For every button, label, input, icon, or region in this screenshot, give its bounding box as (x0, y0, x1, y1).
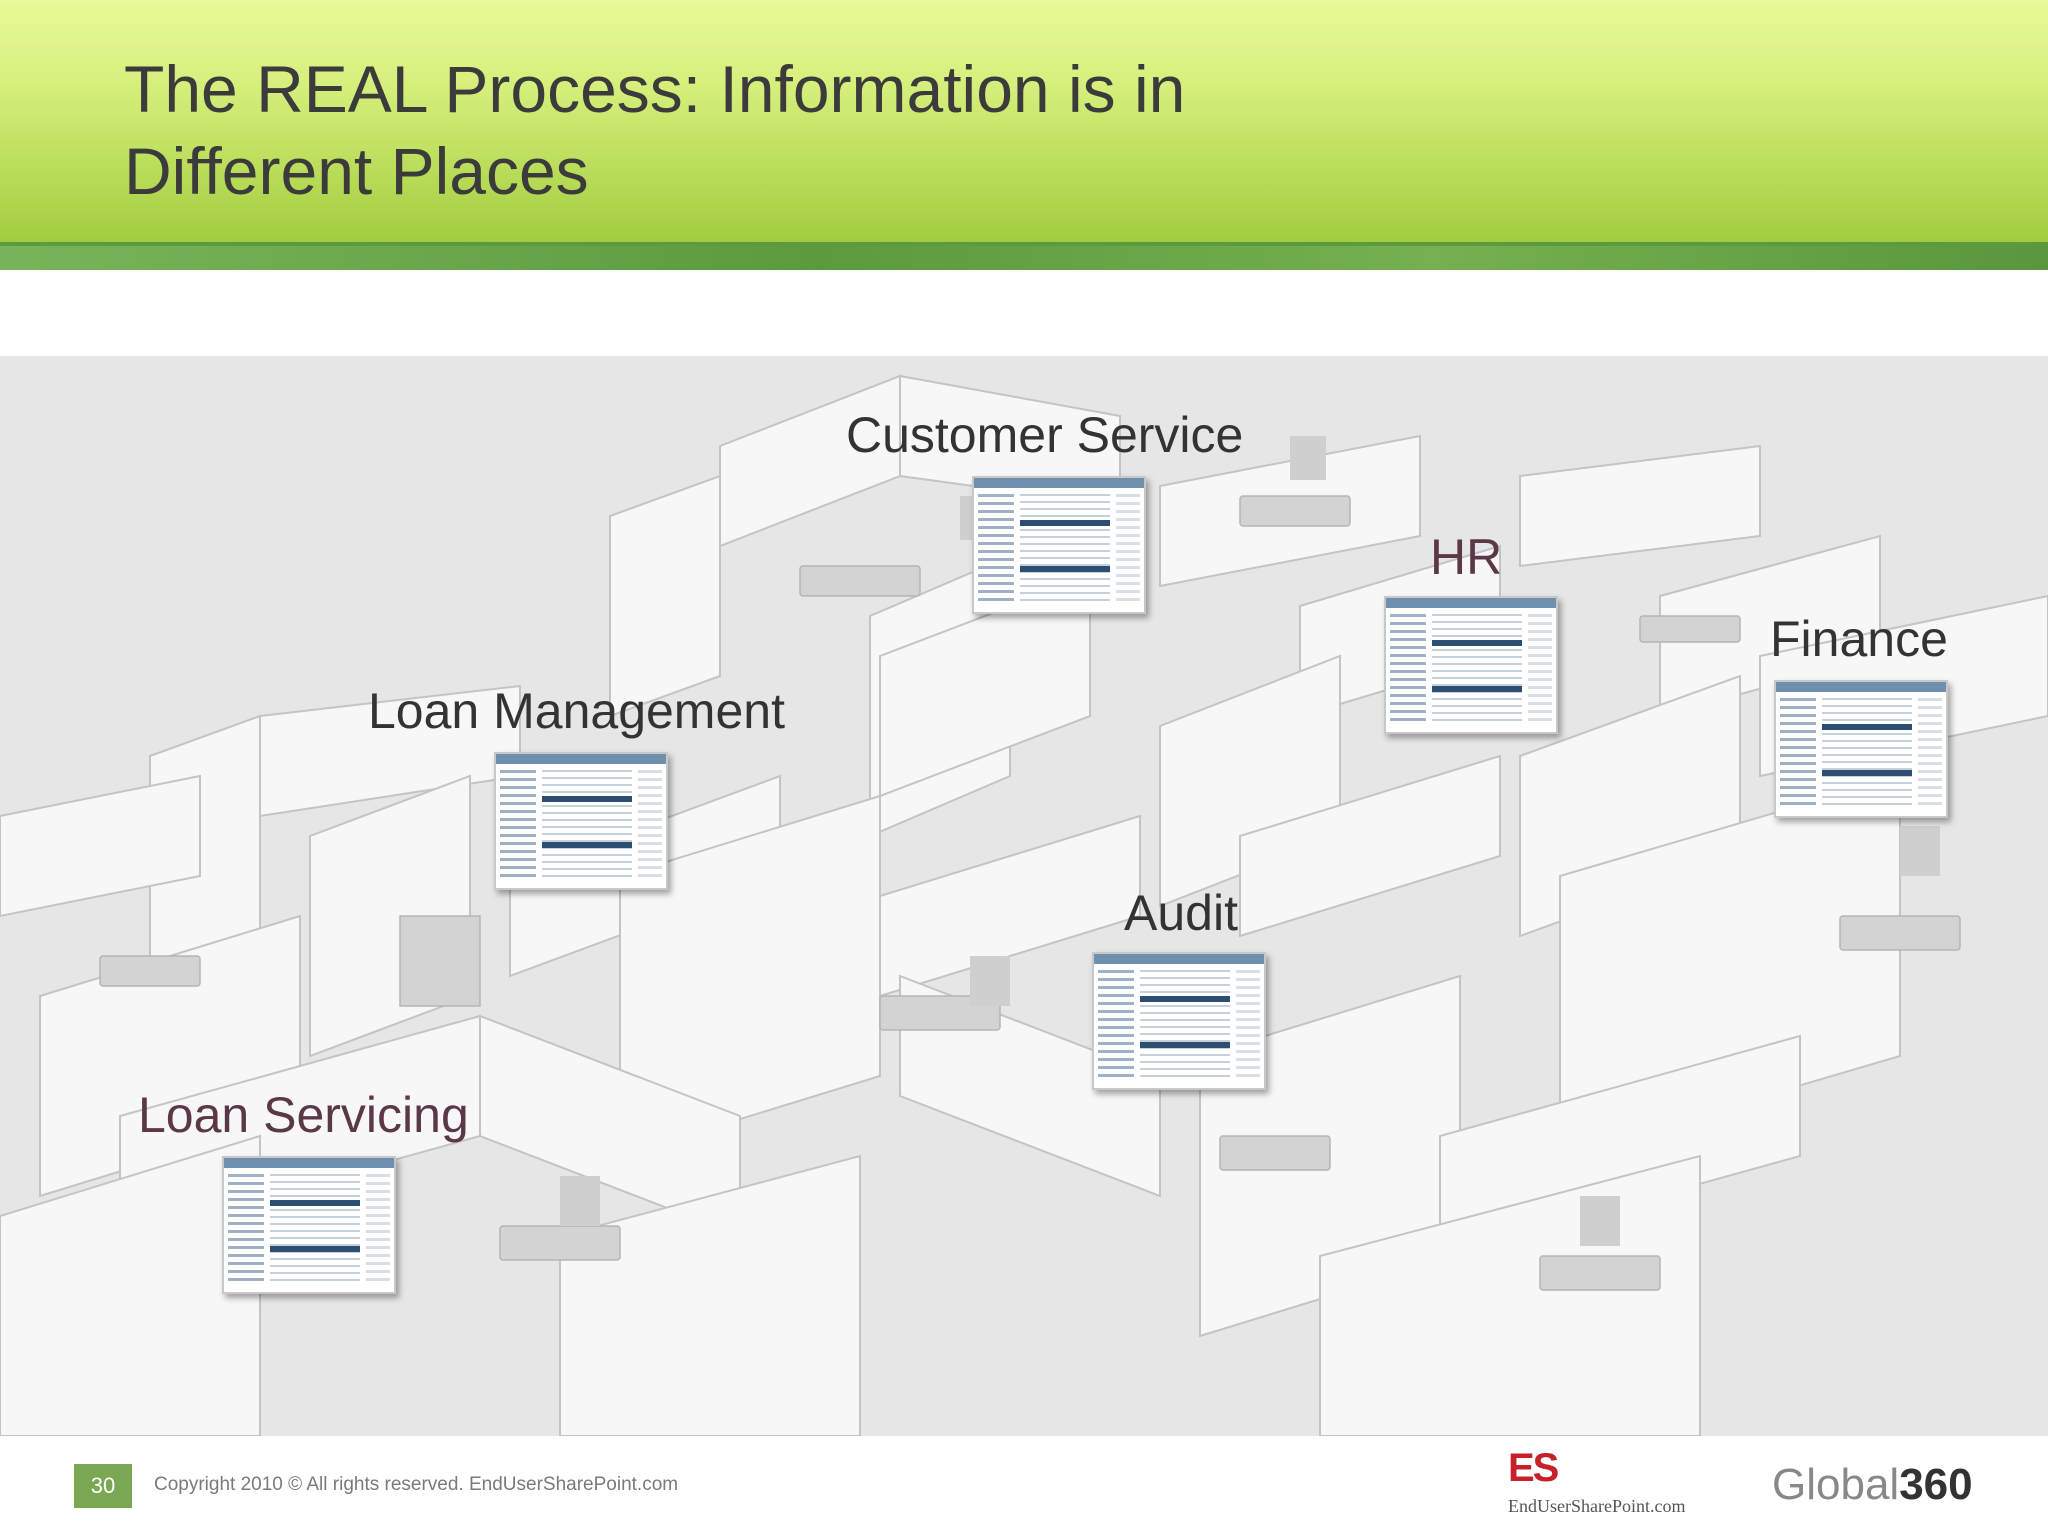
copyright-text: Copyright 2010 © All rights reserved. En… (154, 1474, 679, 1495)
label-hr: HR (1430, 529, 1503, 585)
document-thumbnail-hr (1384, 596, 1558, 734)
es-logo-text: EndUserSharePoint.com (1508, 1496, 1686, 1516)
title-banner-stripe (0, 246, 2048, 270)
label-loan-servicing: Loan Servicing (138, 1087, 469, 1143)
document-thumbnail-loan-servicing (222, 1156, 396, 1294)
slide-title-line-2: Different Places (124, 134, 589, 208)
slide-title-line-1: The REAL Process: Information is in (124, 52, 1186, 126)
document-thumbnail-customer-service (972, 476, 1146, 614)
label-loan-management: Loan Management (368, 683, 785, 739)
es-logo-mark: ES (1508, 1446, 1559, 1490)
document-thumbnail-loan-management (494, 752, 668, 890)
slide-title: The REAL Process: Information is in Diff… (124, 48, 1524, 212)
global360-logo-number: 360 (1899, 1460, 1973, 1509)
document-thumbnail-audit (1092, 952, 1266, 1090)
slide-footer: 30 Copyright 2010 © All rights reserved.… (0, 1436, 2048, 1536)
label-customer-service: Customer Service (846, 407, 1244, 463)
office-cubicles-image: Customer Service HR Finance Loan Managem… (0, 356, 2048, 1436)
global360-logo-text: Global (1772, 1460, 1900, 1509)
document-thumbnail-finance (1774, 680, 1948, 818)
title-banner: The REAL Process: Information is in Diff… (0, 0, 2048, 270)
global360-logo: Global360 (1772, 1460, 1973, 1510)
enduser-sharepoint-logo: ES EndUserSharePoint.com (1508, 1446, 1728, 1526)
page-number-badge: 30 (74, 1464, 132, 1508)
label-audit: Audit (1124, 885, 1238, 941)
label-finance: Finance (1770, 611, 1948, 667)
